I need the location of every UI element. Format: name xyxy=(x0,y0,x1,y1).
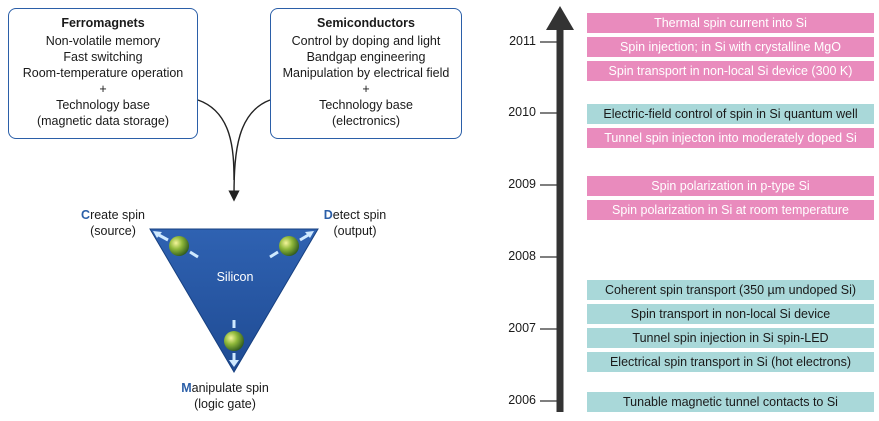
timeline-event: Spin polarization in Si at room temperat… xyxy=(587,200,874,220)
semiconductors-line: Bandgap engineering xyxy=(306,50,426,64)
timeline-event: Coherent spin transport (350 µm undoped … xyxy=(587,280,874,300)
semiconductors-line: Manipulation by electrical field xyxy=(282,66,450,80)
timeline-event: Spin transport in non-local Si device (3… xyxy=(587,61,874,81)
connector-curve-semiconductors xyxy=(228,99,271,202)
semiconductors-line: + xyxy=(362,82,370,96)
timeline-arrow-icon xyxy=(546,6,574,30)
timeline-event: Tunnel spin injecton into moderately dop… xyxy=(587,128,874,148)
ferromagnets-line: Technology base xyxy=(56,98,150,112)
ferromagnets-line: + xyxy=(99,82,107,96)
ferromagnets-line: (magnetic data storage) xyxy=(36,114,169,128)
timeline-event: Spin polarization in p-type Si xyxy=(587,176,874,196)
silicon-triangle xyxy=(149,228,319,373)
timeline-event: Tunable magnetic tunnel contacts to Si xyxy=(587,392,874,412)
ferromagnets-box: Ferromagnets Non-volatile memory Fast sw… xyxy=(8,8,198,139)
connector-curve-ferromagnets xyxy=(197,99,235,181)
timeline-event: Electric-field control of spin in Si qua… xyxy=(587,104,874,124)
year-label: 2008 xyxy=(508,249,536,263)
timeline-event: Thermal spin current into Si xyxy=(587,13,874,33)
ferromagnets-line: Fast switching xyxy=(63,50,143,64)
spin-ball-detect xyxy=(269,231,314,259)
timeline-event: Electrical spin transport in Si (hot ele… xyxy=(587,352,874,372)
semiconductors-line: Technology base xyxy=(319,98,413,112)
timeline-event: Spin transport in non-local Si device xyxy=(587,304,874,324)
semiconductors-line: (electronics) xyxy=(331,114,401,128)
ferromagnets-title: Ferromagnets xyxy=(61,16,145,30)
silicon-label: Silicon xyxy=(216,270,254,284)
year-label: 2009 xyxy=(508,177,536,191)
year-label: 2006 xyxy=(508,393,536,407)
timeline-event: Tunnel spin injection in Si spin-LED xyxy=(587,328,874,348)
semiconductors-box: Semiconductors Control by doping and lig… xyxy=(270,8,462,139)
spin-ball-create xyxy=(153,231,199,259)
ferromagnets-line: Non-volatile memory xyxy=(45,34,161,48)
semiconductors-line: Control by doping and light xyxy=(291,34,441,48)
spin-ball-manipulate xyxy=(224,320,244,367)
year-label: 2011 xyxy=(509,34,536,48)
timeline-event: Spin injection; in Si with crystalline M… xyxy=(587,37,874,57)
create-spin-label: Create spin (source) xyxy=(81,208,145,238)
year-label: 2010 xyxy=(508,105,536,119)
ferromagnets-line: Room-temperature operation xyxy=(22,66,184,80)
year-label: 2007 xyxy=(508,321,536,335)
semiconductors-title: Semiconductors xyxy=(317,16,415,30)
detect-spin-label: Detect spin (output) xyxy=(323,208,387,238)
manipulate-spin-label: Manipulate spin (logic gate) xyxy=(181,381,269,411)
